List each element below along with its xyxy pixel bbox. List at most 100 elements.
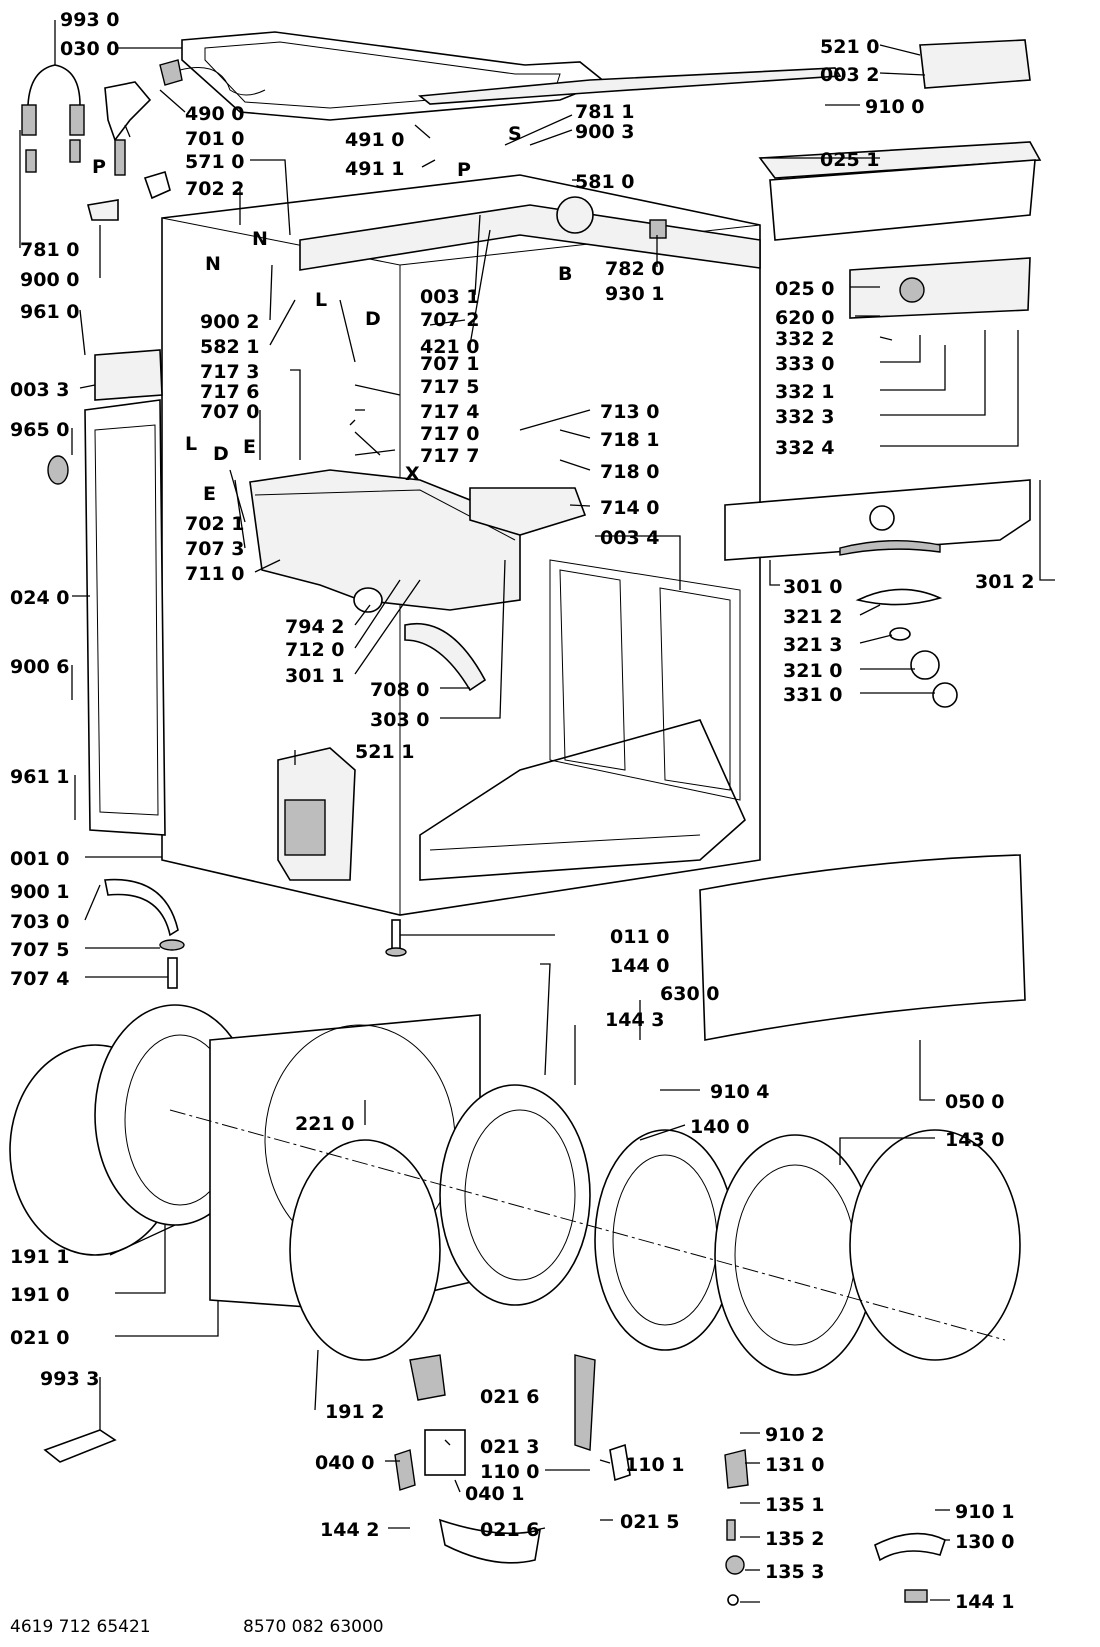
part-label: 003 2: [820, 64, 880, 86]
part-label: 707 5: [10, 939, 70, 961]
part-label: 620 0: [775, 307, 835, 329]
part-label: 332 3: [775, 406, 835, 428]
part-label: 521 1: [355, 741, 415, 763]
detergent-dispenser: [249, 469, 587, 692]
part-label: 333 0: [775, 353, 835, 375]
part-label: 301 0: [783, 576, 843, 598]
part-label: 718 0: [600, 461, 660, 483]
part-label: 025 1: [820, 149, 880, 171]
part-label: 021 3: [480, 1436, 540, 1458]
part-label: 582 1: [200, 336, 260, 358]
part-label: 421 0: [420, 336, 480, 358]
part-label: 717 5: [420, 376, 480, 398]
letter-marker: L: [315, 289, 327, 311]
part-label: 140 0: [690, 1116, 750, 1138]
part-label: 135 1: [765, 1494, 825, 1516]
part-label: 910 0: [865, 96, 925, 118]
letter-marker: E: [203, 483, 216, 505]
hose-and-valve: [21, 64, 171, 221]
part-label: 910 4: [710, 1081, 770, 1103]
part-label: 490 0: [185, 103, 245, 125]
part-label: 025 0: [775, 278, 835, 300]
part-label: 135 2: [765, 1528, 825, 1550]
part-label: 717 0: [420, 423, 480, 445]
part-label: 003 1: [420, 286, 480, 308]
part-label: 191 1: [10, 1246, 70, 1268]
part-label: 301 2: [975, 571, 1035, 593]
part-label: 001 0: [10, 848, 70, 870]
part-label: 707 2: [420, 309, 480, 331]
leader-lines: [19, 20, 1055, 1603]
part-label: 900 0: [20, 269, 80, 291]
part-label: 703 0: [10, 911, 70, 933]
part-label: 717 7: [420, 445, 480, 467]
part-label: 993 3: [40, 1368, 100, 1390]
part-label: 900 1: [10, 881, 70, 903]
part-label: 130 0: [955, 1531, 1015, 1553]
part-label: 303 0: [370, 709, 430, 731]
letter-marker: B: [558, 263, 572, 285]
part-label: 707 0: [200, 401, 260, 423]
door-assembly: [9, 1004, 1021, 1376]
part-label: 331 0: [783, 684, 843, 706]
footer-code-right: 8570 082 63000: [243, 1617, 384, 1637]
footer-code-left: 4619 712 65421: [10, 1617, 151, 1637]
part-label: 143 0: [945, 1129, 1005, 1151]
letter-marker: E: [243, 436, 256, 458]
part-label: 711 0: [185, 563, 245, 585]
part-label: 930 1: [605, 283, 665, 305]
part-label: 110 1: [625, 1454, 685, 1476]
part-label: 581 0: [575, 171, 635, 193]
top-lid: [181, 31, 842, 121]
part-label: 702 2: [185, 178, 245, 200]
part-label: 714 0: [600, 497, 660, 519]
mains-plug: [159, 59, 266, 96]
part-label: 040 0: [315, 1452, 375, 1474]
part-label: 191 2: [325, 1401, 385, 1423]
part-label: 965 0: [10, 419, 70, 441]
part-label: 910 2: [765, 1424, 825, 1446]
part-label: 900 3: [575, 121, 635, 143]
part-label: 332 4: [775, 437, 835, 459]
part-label: 718 1: [600, 429, 660, 451]
part-label: 712 0: [285, 639, 345, 661]
part-label: 910 1: [955, 1501, 1015, 1523]
part-label: 717 6: [200, 381, 260, 403]
letter-marker: N: [252, 228, 268, 250]
part-label: 321 3: [783, 634, 843, 656]
part-label: 332 1: [775, 381, 835, 403]
part-label: 030 0: [60, 38, 120, 60]
part-label: 301 1: [285, 665, 345, 687]
part-label: 110 0: [480, 1461, 540, 1483]
part-label: 571 0: [185, 151, 245, 173]
small-parts: [43, 878, 946, 1606]
part-label: 781 0: [20, 239, 80, 261]
part-label: 003 4: [600, 527, 660, 549]
part-label: 630 0: [660, 983, 720, 1005]
part-label: 144 2: [320, 1519, 380, 1541]
part-label: 011 0: [610, 926, 670, 948]
part-label: 900 2: [200, 311, 260, 333]
part-label: 021 6: [480, 1386, 540, 1408]
part-label: 491 0: [345, 129, 405, 151]
part-label: 191 0: [10, 1284, 70, 1306]
part-label: 024 0: [10, 587, 70, 609]
part-label: 717 4: [420, 401, 480, 423]
part-label: 707 3: [185, 538, 245, 560]
letter-marker: D: [365, 308, 381, 330]
letter-marker: X: [405, 463, 420, 485]
kickplate-panel: [699, 854, 1026, 1041]
part-label: 961 1: [10, 766, 70, 788]
part-label: 521 0: [820, 36, 880, 58]
part-label: 021 5: [620, 1511, 680, 1533]
part-label: 144 0: [610, 955, 670, 977]
part-label: 050 0: [945, 1091, 1005, 1113]
part-label: 221 0: [295, 1113, 355, 1135]
part-label: 021 0: [10, 1327, 70, 1349]
part-label: 003 3: [10, 379, 70, 401]
letter-marker: P: [457, 159, 471, 181]
part-label: 321 0: [783, 660, 843, 682]
letter-marker: N: [205, 253, 221, 275]
control-panel: [724, 39, 1042, 708]
